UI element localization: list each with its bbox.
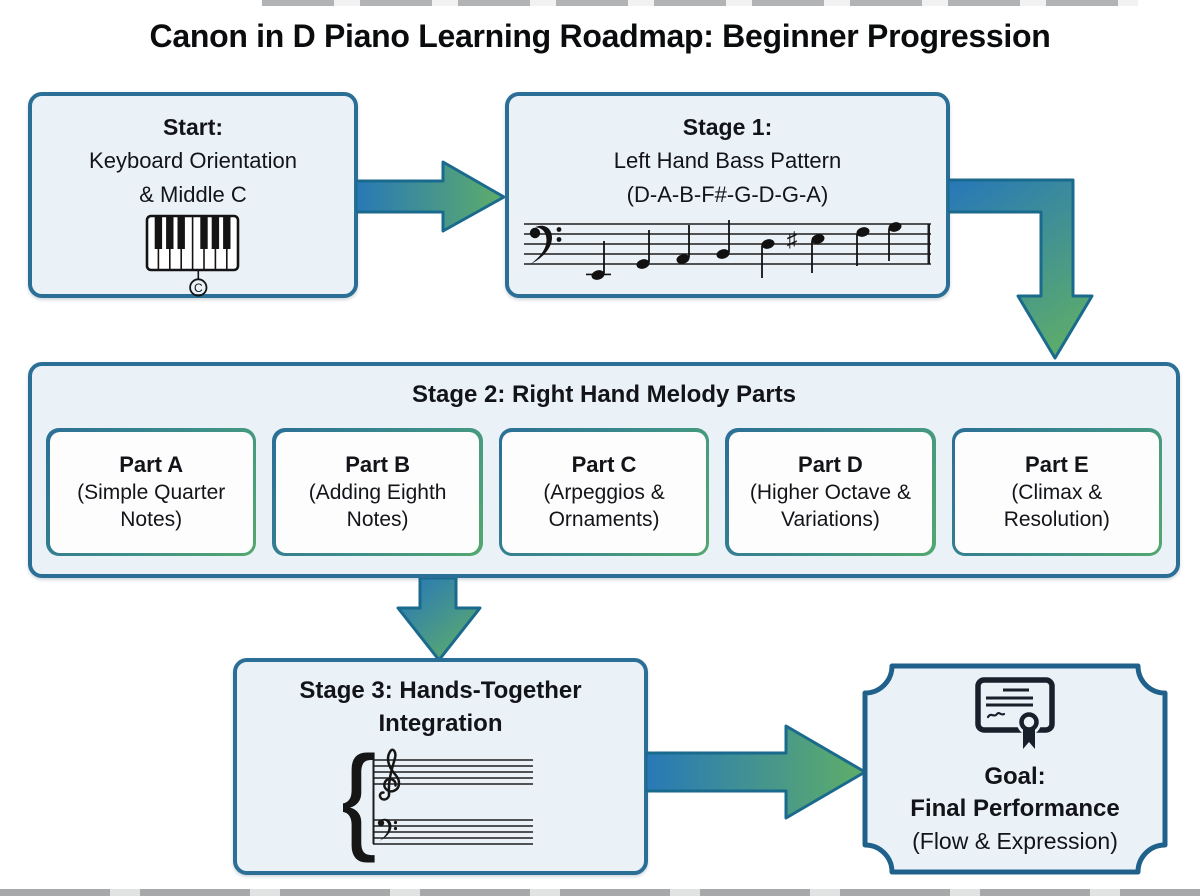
- stage1-line1: Left Hand Bass Pattern: [613, 148, 842, 173]
- piano-keyboard-icon: C: [145, 214, 240, 297]
- part-d-box: Part D (Higher Octave & Variations): [725, 428, 936, 556]
- part-b-desc: (Adding Eighth Notes): [308, 481, 447, 531]
- bass-staff-notation-icon: ♯: [523, 220, 931, 280]
- goal-heading: Goal:: [984, 763, 1046, 790]
- page-title: Canon in D Piano Learning Roadmap: Begin…: [149, 18, 1051, 54]
- bottom-edge-artifact: [0, 889, 1200, 896]
- stage2-box: Stage 2: Right Hand Melody Parts Part A …: [28, 362, 1180, 578]
- arrow-stage3-to-goal: [646, 724, 867, 820]
- grand-staff-icon: {: [337, 732, 533, 864]
- stage1-heading: Stage 1:: [682, 114, 773, 140]
- part-b-label: Part B: [345, 452, 410, 477]
- part-d-label: Part D: [798, 452, 863, 477]
- sharp-sign: ♯: [786, 229, 797, 252]
- stage1-line2: (D-A-B-F#-G-D-G-A): [626, 182, 829, 207]
- start-heading: Start:: [162, 114, 224, 140]
- stage3-box: Stage 3: Hands-Together Integration {: [233, 658, 648, 875]
- middle-c-circle: [189, 278, 208, 297]
- goal-line1: Final Performance: [910, 795, 1120, 822]
- stage2-parts-row: Part A (Simple Quarter Notes) Part B (Ad…: [46, 428, 1163, 556]
- goal-line2: (Flow & Expression): [912, 828, 1118, 854]
- part-c-box: Part C (Arpeggios & Ornaments): [498, 428, 710, 556]
- bass-clef-icon: [529, 225, 561, 265]
- stage1-box: Stage 1: Left Hand Bass Pattern (D-A-B-F…: [505, 92, 950, 298]
- goal-box: Goal: Final Performance (Flow & Expressi…: [862, 663, 1168, 875]
- arrow-start-to-stage1: [356, 160, 506, 233]
- part-b-box: Part B (Adding Eighth Notes): [272, 428, 483, 556]
- bass-clef-small-icon: [377, 818, 398, 841]
- start-box: Start: Keyboard Orientation & Middle C C: [28, 92, 358, 298]
- top-edge-artifact: [262, 0, 1138, 6]
- part-a-box: Part A (Simple Quarter Notes): [46, 428, 257, 556]
- middle-c-label: C: [194, 281, 203, 295]
- goal-box-frame: [862, 663, 1168, 875]
- part-e-box: Part E (Climax & Resolution): [951, 428, 1163, 556]
- treble-clef-icon: [378, 748, 401, 801]
- part-e-desc: (Climax & Resolution): [1003, 481, 1110, 531]
- stage3-heading-line2: Integration: [378, 710, 503, 737]
- arrow-stage1-to-stage2: [948, 178, 1094, 360]
- goal-content: Goal: Final Performance (Flow & Expressi…: [862, 663, 1168, 875]
- seal-icon: [1019, 712, 1039, 732]
- stage2-heading: Stage 2: Right Hand Melody Parts: [411, 381, 797, 408]
- certificate-icon: [975, 677, 1055, 749]
- part-a-desc: (Simple Quarter Notes): [77, 481, 226, 531]
- part-e-label: Part E: [1025, 452, 1089, 477]
- part-d-desc: (Higher Octave & Variations): [749, 481, 911, 531]
- part-c-label: Part C: [571, 452, 637, 477]
- start-line2: & Middle C: [139, 182, 247, 207]
- ribbon-icon: [1023, 729, 1035, 749]
- start-line1: Keyboard Orientation: [89, 148, 297, 173]
- part-a-label: Part A: [119, 452, 184, 477]
- staff-brace: {: [343, 742, 377, 864]
- arrow-stage2-to-stage3: [396, 578, 482, 662]
- stage3-heading-line1: Stage 3: Hands-Together: [299, 677, 582, 704]
- part-c-desc: (Arpeggios & Ornaments): [543, 481, 665, 531]
